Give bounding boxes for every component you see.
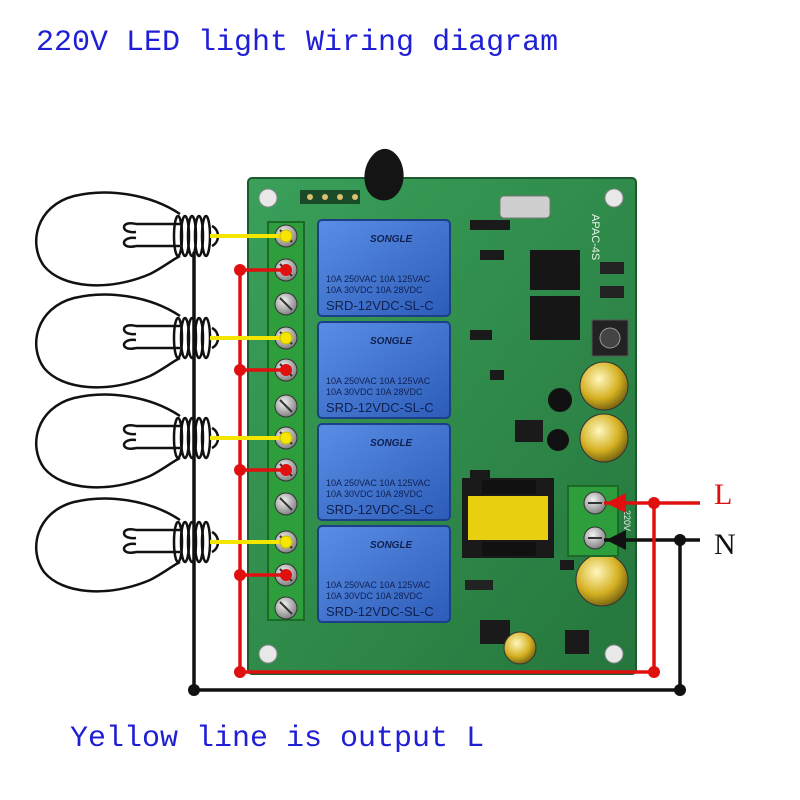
screw-terminal-icon xyxy=(274,394,298,418)
light-bulb-icon xyxy=(35,191,220,287)
neutral-wire xyxy=(192,252,700,692)
board-label: APAC-4S xyxy=(589,214,601,260)
wires xyxy=(188,229,700,696)
relay-brand: SONGLE xyxy=(370,336,413,347)
relay-rating-1: 10A 250VAC 10A 125VAC xyxy=(326,274,431,284)
neutral-junction-dot xyxy=(674,684,686,696)
neutral-arrow-icon xyxy=(606,530,626,550)
output-wires xyxy=(210,234,286,544)
neutral-junction-dot xyxy=(674,534,686,546)
light-bulb-group xyxy=(35,191,220,593)
relay-rating-1: 10A 250VAC 10A 125VAC xyxy=(326,376,431,386)
neutral-line-label: N xyxy=(714,528,736,561)
live-line-label: L xyxy=(714,478,733,511)
relay-brand: SONGLE xyxy=(370,540,413,551)
relay-rating-2: 10A 30VDC 10A 28VDC xyxy=(326,489,423,499)
relay-rating-1: 10A 250VAC 10A 125VAC xyxy=(326,580,431,590)
live-arrow-icon xyxy=(606,493,626,513)
relay-model: SRD-12VDC-SL-C xyxy=(326,604,434,619)
diagram-caption: Yellow line is output L xyxy=(70,722,485,756)
screw-terminal-icon xyxy=(274,492,298,516)
relay-model: SRD-12VDC-SL-C xyxy=(326,400,434,415)
output-terminal-strip xyxy=(267,221,305,621)
transformer-icon xyxy=(462,478,554,558)
relay-rating-2: 10A 30VDC 10A 28VDC xyxy=(326,387,423,397)
live-junction-dots xyxy=(234,264,660,678)
relay-brand: SONGLE xyxy=(370,234,413,245)
push-button-icon xyxy=(591,319,629,357)
relay-brand: SONGLE xyxy=(370,438,413,449)
neutral-junction-dot xyxy=(188,684,200,696)
power-terminal-block: 220V xyxy=(567,485,632,557)
diagram-title: 220V LED light Wiring diagram xyxy=(36,26,559,60)
light-bulb-icon xyxy=(35,497,220,593)
capacitor-icon xyxy=(503,361,629,665)
screw-terminal-icon xyxy=(274,292,298,316)
relay-model: SRD-12VDC-SL-C xyxy=(326,502,434,517)
relay-rating-2: 10A 30VDC 10A 28VDC xyxy=(326,285,423,295)
light-bulb-icon xyxy=(35,293,220,389)
relay-rating-1: 10A 250VAC 10A 125VAC xyxy=(326,478,431,488)
terminal-block-label: 220V xyxy=(622,510,632,531)
screw-terminal-icon xyxy=(274,596,298,620)
output-dots xyxy=(279,229,293,549)
relay-rating-2: 10A 30VDC 10A 28VDC xyxy=(326,591,423,601)
antenna-icon xyxy=(364,148,404,201)
relay-model: SRD-12VDC-SL-C xyxy=(326,298,434,313)
light-bulb-icon xyxy=(35,393,220,489)
